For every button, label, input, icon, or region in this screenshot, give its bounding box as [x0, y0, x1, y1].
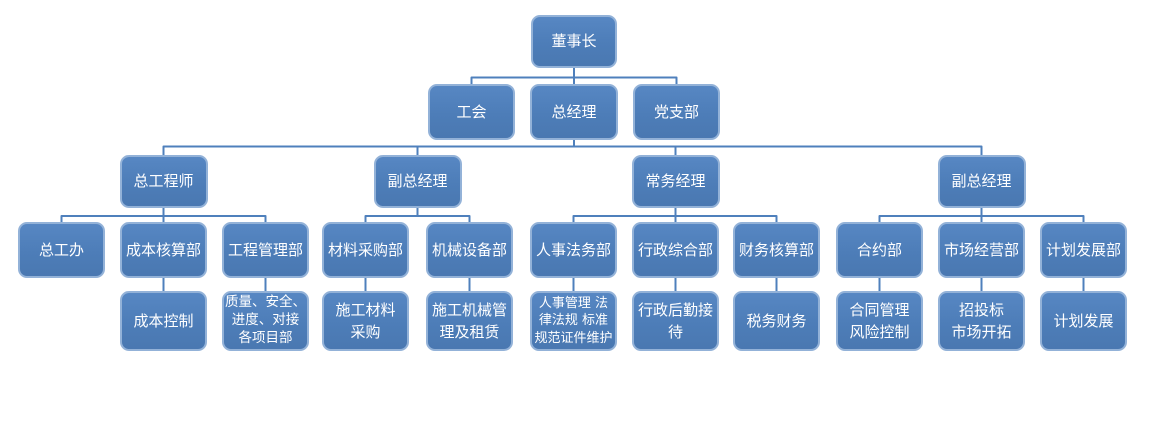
org-node-label: 计划发展 [1053, 311, 1114, 330]
org-node-label: 副总经理 [951, 172, 1012, 191]
org-node-label: 总经理 [551, 102, 597, 121]
org-node-hr-legal-duties[interactable]: 人事管理 法 律法规 标准 规范证件维护 [530, 291, 617, 351]
org-node-machinery-equipment-dept[interactable]: 机械设备部 [426, 222, 513, 278]
org-node-machinery-management-leasing[interactable]: 施工机械管 理及租赁 [426, 291, 513, 351]
org-node-label: 人事管理 法 律法规 标准 规范证件维护 [534, 296, 613, 346]
connector-executive-manager-bracket [572, 208, 778, 222]
org-node-label: 施工机械管 理及租赁 [431, 300, 507, 342]
org-node-chief-engineer-office[interactable]: 总工办 [18, 222, 105, 278]
connector-row2-bracket [470, 76, 678, 84]
org-node-label: 成本核算部 [125, 240, 201, 259]
org-node-label: 工会 [456, 102, 487, 121]
org-node-quality-safety-schedule[interactable]: 质量、安全、 进度、对接 各项目部 [222, 291, 309, 351]
org-node-market-operations-dept[interactable]: 市场经营部 [938, 222, 1025, 278]
org-node-label: 机械设备部 [431, 240, 507, 259]
org-node-label: 行政后勤接 待 [637, 300, 713, 342]
org-node-cost-accounting-dept[interactable]: 成本核算部 [120, 222, 207, 278]
org-node-label: 质量、安全、 进度、对接 各项目部 [225, 294, 306, 346]
connector-row3-bracket [162, 145, 983, 155]
org-node-hr-legal-dept[interactable]: 人事法务部 [530, 222, 617, 278]
org-node-planning-development-dept[interactable]: 计划发展部 [1040, 222, 1127, 278]
org-node-engineering-management-dept[interactable]: 工程管理部 [222, 222, 309, 278]
org-node-bidding-market-development[interactable]: 招投标 市场开拓 [938, 291, 1025, 351]
org-node-deputy-gm-1[interactable]: 副总经理 [373, 155, 462, 208]
org-node-cost-control[interactable]: 成本控制 [120, 291, 207, 351]
org-node-label: 招投标 市场开拓 [951, 300, 1012, 342]
org-node-label: 市场经营部 [943, 240, 1019, 259]
org-node-label: 成本控制 [133, 311, 194, 330]
org-node-label: 常务经理 [645, 172, 706, 191]
org-node-label: 人事法务部 [535, 240, 611, 259]
org-node-deputy-gm-2[interactable]: 副总经理 [937, 155, 1026, 208]
org-node-label: 董事长 [551, 32, 597, 51]
org-node-label: 党支部 [653, 102, 699, 121]
org-node-tax-finance[interactable]: 税务财务 [733, 291, 820, 351]
org-node-label: 工程管理部 [227, 240, 303, 259]
org-node-label: 合约部 [856, 240, 902, 259]
org-node-contract-dept[interactable]: 合约部 [836, 222, 923, 278]
org-node-chief-engineer[interactable]: 总工程师 [119, 155, 208, 208]
org-node-label: 合同管理 风险控制 [849, 300, 910, 342]
org-node-label: 行政综合部 [637, 240, 713, 259]
org-node-label: 税务财务 [746, 311, 807, 330]
org-node-label: 材料采购部 [327, 240, 403, 259]
org-node-contract-risk-control[interactable]: 合同管理 风险控制 [836, 291, 923, 351]
org-node-label: 总工办 [38, 240, 84, 259]
org-node-party-branch[interactable]: 党支部 [633, 84, 720, 140]
org-node-construction-material-procurement[interactable]: 施工材料 采购 [322, 291, 409, 351]
org-node-executive-manager[interactable]: 常务经理 [631, 155, 720, 208]
org-node-label: 财务核算部 [738, 240, 814, 259]
org-node-chairman[interactable]: 董事长 [531, 15, 617, 68]
org-node-label: 总工程师 [133, 172, 194, 191]
org-node-label: 副总经理 [387, 172, 448, 191]
connector-chief-engineer-bracket [60, 208, 267, 222]
org-node-planning-development[interactable]: 计划发展 [1040, 291, 1127, 351]
org-node-labor-union[interactable]: 工会 [428, 84, 515, 140]
org-node-material-procurement-dept[interactable]: 材料采购部 [322, 222, 409, 278]
org-node-admin-logistics-reception[interactable]: 行政后勤接 待 [632, 291, 719, 351]
connector-deputy-gm-2-bracket [878, 208, 1085, 222]
org-node-label: 计划发展部 [1045, 240, 1121, 259]
org-node-admin-general-dept[interactable]: 行政综合部 [632, 222, 719, 278]
connector-deputy-gm-1-bracket [364, 208, 471, 222]
org-node-label: 施工材料 采购 [335, 300, 396, 342]
org-node-finance-accounting-dept[interactable]: 财务核算部 [733, 222, 820, 278]
connector-dept-functions [162, 278, 1085, 291]
org-node-general-manager[interactable]: 总经理 [530, 84, 618, 140]
